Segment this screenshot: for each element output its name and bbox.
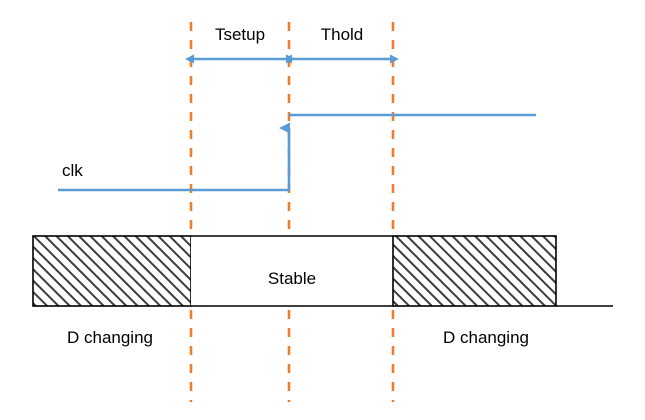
clk-label: clk [62, 161, 83, 180]
d-changing-right-label: D changing [443, 328, 529, 347]
stable-box [191, 236, 393, 306]
stable-label: Stable [268, 269, 316, 288]
tsetup-label: Tsetup [215, 25, 265, 44]
guide-lines-group [189, 22, 395, 402]
thold-label: Thold [321, 25, 364, 44]
data-signal-group [32, 235, 613, 307]
d-changing-left-box [32, 235, 192, 307]
clock-waveform-group [58, 113, 536, 192]
d-changing-left-label: D changing [67, 328, 153, 347]
d-changing-right-box [392, 235, 557, 307]
